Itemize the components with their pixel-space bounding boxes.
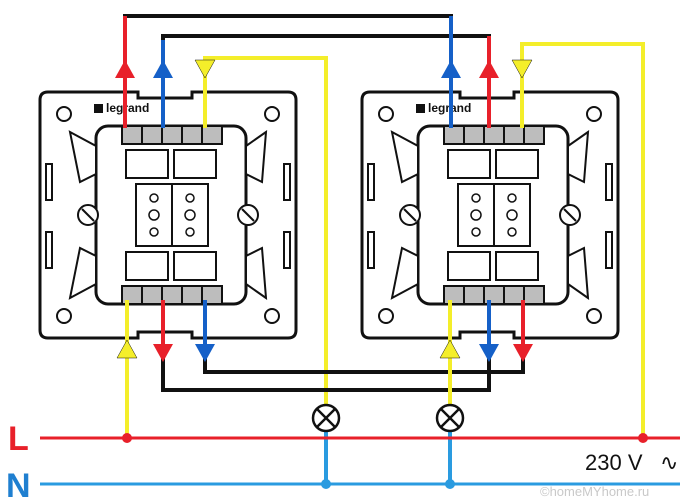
arrows-down <box>116 339 533 362</box>
lamp-icon <box>435 403 465 433</box>
arrow-up-icon <box>441 60 461 78</box>
neutral-label: N <box>6 467 31 503</box>
switch-module-left <box>38 90 298 340</box>
arrow-up-icon <box>479 60 499 78</box>
arrows-up <box>115 59 533 79</box>
arrow-up-icon <box>439 339 461 359</box>
arrow-up-icon <box>115 60 135 78</box>
arrow-down-icon <box>513 344 533 362</box>
arrow-up-icon <box>153 60 173 78</box>
arrow-up-icon <box>116 339 138 359</box>
arrow-down-icon <box>195 344 215 362</box>
lamp-icon <box>311 403 341 433</box>
watermark: ©homeMYhome.ru <box>540 484 649 499</box>
junction-dot <box>638 433 648 443</box>
junction-dot <box>321 479 331 489</box>
arrow-down-icon <box>511 59 533 79</box>
brand-label-left: legrand <box>106 101 149 115</box>
line-label: L <box>8 420 29 458</box>
arrow-down-icon <box>194 59 216 79</box>
junction-dot <box>445 479 455 489</box>
ac-wave-icon: ∿ <box>660 450 678 475</box>
arrow-down-icon <box>153 344 173 362</box>
junction-dot <box>122 433 132 443</box>
voltage-label: 230 V <box>585 450 643 475</box>
arrow-down-icon <box>479 344 499 362</box>
